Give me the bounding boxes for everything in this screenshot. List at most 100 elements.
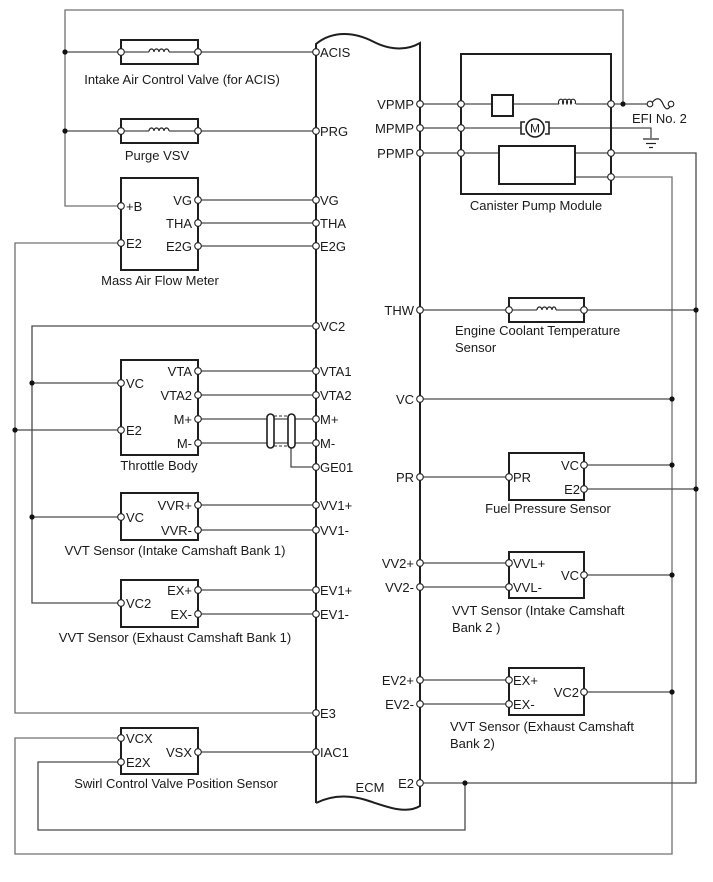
wires (14, 9, 697, 855)
wire-ge01 (290, 448, 316, 468)
terminal (194, 748, 202, 756)
junction-dot (669, 572, 675, 578)
wire-vc2-bus (31, 325, 316, 604)
terminal (194, 196, 202, 204)
shield-oval-left (266, 413, 275, 449)
throttle-pin-vta2-label: VTA2 (160, 388, 192, 403)
terminal (505, 473, 513, 481)
terminal (194, 526, 202, 534)
terminal (194, 48, 202, 56)
engine-coolant-temperature-sensor: Engine Coolant Temperature Sensor (455, 297, 620, 355)
wire-e3-bus (14, 242, 316, 714)
shield-oval-right (287, 413, 296, 449)
terminal (117, 379, 125, 387)
efi-fuse: EFI No. 2 (632, 98, 687, 126)
terminal (194, 586, 202, 594)
wire-efi-supply-loop (64, 9, 624, 207)
terminal (607, 100, 615, 108)
ecm-label: ECM (356, 780, 385, 795)
motor-symbol-label: M (530, 122, 540, 136)
ecm-left-pin-labels: ACIS PRG VG THA E2G VC2 VTA1 VTA2 M+ M- … (320, 45, 353, 760)
swirl-sensor-label: Swirl Control Valve Position Sensor (74, 776, 278, 791)
vvt-intake-b1-pin-vvr-plus-label: VVR+ (158, 498, 192, 513)
maf-pin-vg-label: VG (173, 193, 192, 208)
vvt-exhaust-b1-pin-vc2-label: VC2 (126, 596, 151, 611)
maf-pin-e2-label: E2 (126, 236, 142, 251)
terminal (416, 779, 424, 787)
wire-vcx-vc-bus (14, 176, 673, 855)
ecm-pin-ev1-plus: EV1+ (320, 583, 352, 598)
terminal (312, 439, 320, 447)
ecm-pin-m-plus: M+ (320, 412, 338, 427)
wire-mpmp (420, 127, 652, 138)
shield-icon (266, 413, 296, 449)
ecm-pin-vv2-plus: VV2+ (382, 556, 414, 571)
terminal (457, 149, 465, 157)
terminal (194, 367, 202, 375)
fuel-pressure-sensor: PR VC E2 Fuel Pressure Sensor (485, 452, 612, 516)
terminal (312, 48, 320, 56)
terminal (194, 439, 202, 447)
throttle-pin-mminus-label: M- (177, 436, 192, 451)
wire-e2x (37, 761, 466, 831)
vvt-exhaust-b2-label-line1: VVT Sensor (Exhaust Camshaft (450, 719, 634, 734)
ecm-right-pin-labels: VPMP MPMP PPMP THW VC PR VV2+ VV2- EV2+ … (375, 97, 415, 791)
throttle-pin-mplus-label: M+ (174, 412, 192, 427)
throttle-pin-vta-label: VTA (168, 364, 193, 379)
fuse-terminal-left (646, 100, 654, 108)
vvt-intake-b2-label-line2: Bank 2 ) (452, 620, 500, 635)
vvt-intake-b1-label: VVT Sensor (Intake Camshaft Bank 1) (65, 543, 286, 558)
terminal (416, 473, 424, 481)
terminal (194, 610, 202, 618)
terminal (505, 700, 513, 708)
ecm-outline (315, 33, 421, 811)
wire-e2-bus (420, 152, 697, 784)
ecm-pin-e2g: E2G (320, 239, 346, 254)
terminal (312, 748, 320, 756)
ecm-pin-prg: PRG (320, 124, 348, 139)
vvt-sensor-intake-bank1: VC VVR+ VVR- VVT Sensor (Intake Camshaft… (65, 492, 286, 558)
vvt-exhaust-b2-label-line2: Bank 2) (450, 736, 495, 751)
terminal (194, 391, 202, 399)
ecm-unit: ECM (315, 33, 421, 811)
terminal (194, 219, 202, 227)
vvt-intake-b2-label-line1: VVT Sensor (Intake Camshaft (452, 603, 625, 618)
coil-icon (148, 127, 170, 132)
ecm-pin-e2: E2 (398, 776, 414, 791)
junction-dot (62, 128, 68, 134)
ecm-pin-acis: ACIS (320, 45, 351, 60)
canister-pump-outline (460, 53, 612, 195)
terminal (312, 196, 320, 204)
vvt-intake-b2-pin-vvl-minus-label: VVL- (513, 580, 542, 595)
terminal (505, 583, 513, 591)
terminal (117, 599, 125, 607)
acis-valve: Intake Air Control Valve (for ACIS) (84, 39, 280, 87)
purge-vsv-label: Purge VSV (125, 148, 190, 163)
terminal (312, 219, 320, 227)
motor-circle (525, 118, 545, 138)
ecm-pin-vc: VC (396, 392, 414, 407)
ecm-pin-vta1: VTA1 (320, 364, 352, 379)
vvt-intake-b1-body (120, 492, 199, 541)
terminal (117, 734, 125, 742)
terminal (416, 149, 424, 157)
ecm-pin-vpmp: VPMP (377, 97, 414, 112)
swirl-sensor-body (120, 727, 199, 775)
terminal (117, 127, 125, 135)
terminal (580, 461, 588, 469)
terminal (505, 559, 513, 567)
terminal (416, 306, 424, 314)
ecm-pin-tha: THA (320, 216, 346, 231)
terminal (117, 758, 125, 766)
terminal (416, 583, 424, 591)
vvt-intake-b2-pin-vvl-plus-label: VVL+ (513, 556, 545, 571)
terminal (505, 676, 513, 684)
terminal (416, 700, 424, 708)
swirl-pin-e2x-label: E2X (126, 755, 151, 770)
ecm-pin-ev1-minus: EV1- (320, 607, 349, 622)
terminal (505, 306, 513, 314)
terminal (457, 124, 465, 132)
terminal (117, 202, 125, 210)
terminal (194, 415, 202, 423)
